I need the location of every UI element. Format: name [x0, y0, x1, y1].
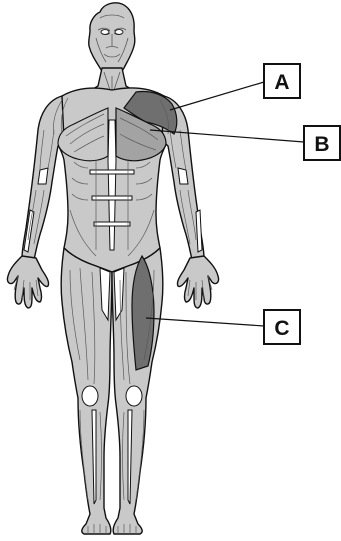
left-eye	[101, 30, 109, 35]
label-a: A	[264, 64, 300, 98]
label-b-text: B	[314, 133, 329, 156]
left-hand	[7, 256, 48, 308]
label-b: B	[304, 126, 340, 160]
label-c-text: C	[274, 317, 289, 340]
human-body	[7, 3, 218, 534]
right-hand	[177, 256, 218, 308]
label-a-text: A	[274, 71, 289, 94]
label-c: C	[264, 310, 300, 344]
leader-line-a	[170, 82, 264, 110]
leader-line-c	[146, 318, 264, 326]
right-eye	[115, 30, 123, 35]
